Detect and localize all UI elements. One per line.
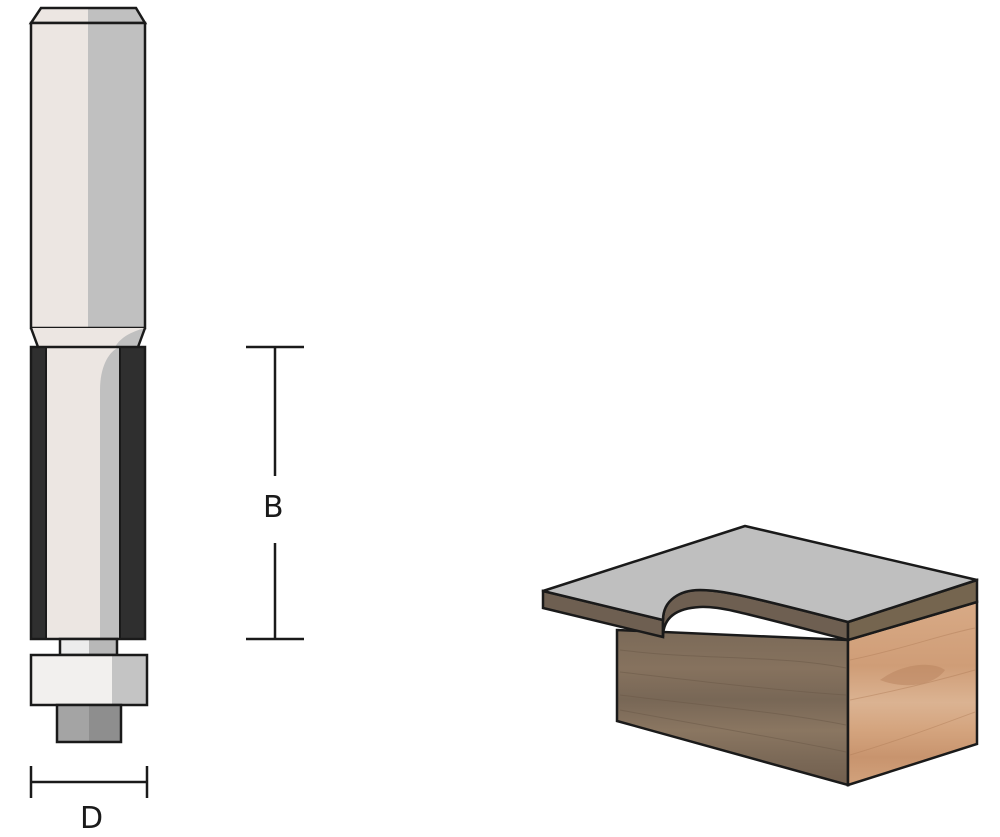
workpiece-top-face	[541, 524, 979, 624]
shank-chamfer	[28, 6, 148, 25]
dimension-b-label: B	[263, 490, 284, 525]
cutter-body	[46, 347, 120, 639]
workpiece-front-face	[617, 630, 848, 785]
workpiece-end-grain	[848, 602, 977, 785]
carbide-flute-right	[119, 346, 146, 640]
pilot-neck	[58, 637, 119, 657]
dimension-b	[246, 345, 304, 641]
dimension-d	[29, 766, 149, 798]
shank	[29, 21, 147, 330]
dimension-d-label: D	[80, 801, 104, 836]
router-bit	[28, 6, 149, 744]
retaining-nut	[55, 703, 123, 744]
workpiece	[541, 524, 979, 787]
bearing	[29, 653, 149, 707]
carbide-flute-left	[30, 346, 47, 640]
shank-neck	[29, 327, 147, 348]
